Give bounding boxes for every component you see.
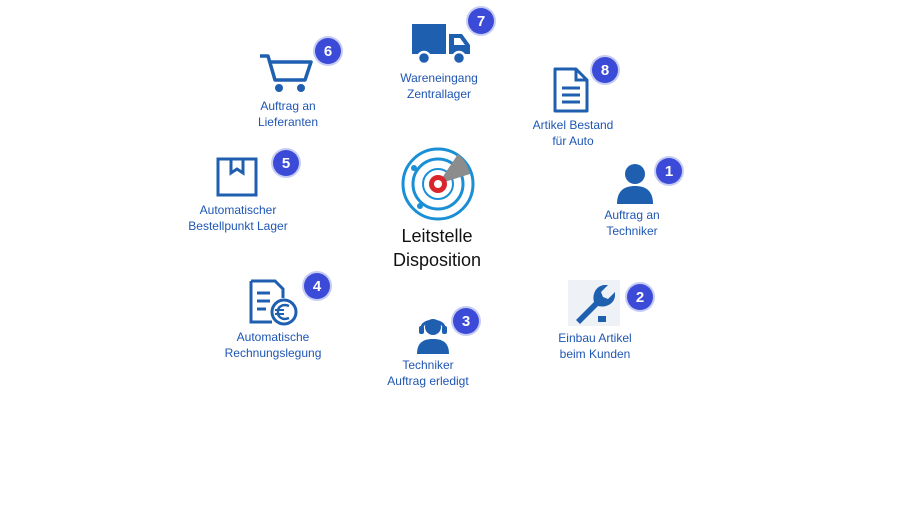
step-1-badge: 1 — [656, 158, 682, 184]
step-7-label-line2: Zentrallager — [406, 87, 472, 101]
step-1-label-line1: Auftrag an — [604, 208, 660, 222]
step-8-label: Artikel Bestand für Auto — [514, 117, 632, 149]
step-6-badge: 6 — [315, 38, 341, 64]
step-3-label: Techniker Auftrag erledigt — [375, 357, 481, 389]
step-2-label-line2: beim Kunden — [559, 347, 631, 361]
step-8-badge: 8 — [592, 57, 618, 83]
radar-target-icon — [401, 147, 475, 221]
step-2-badge: 2 — [627, 284, 653, 310]
step-8-label-line1: Artikel Bestand — [532, 118, 614, 132]
truck-icon — [412, 24, 470, 66]
step-4-badge: 4 — [304, 273, 330, 299]
step-7-badge: 7 — [468, 8, 494, 34]
box-icon — [216, 157, 258, 197]
document-icon — [553, 67, 589, 113]
step-4-label: Automatische Rechnungslegung — [218, 329, 328, 361]
shopping-cart-icon — [260, 54, 313, 92]
step-5-label-line2: Bestellpunkt Lager — [188, 219, 288, 233]
wrench-icon — [568, 280, 620, 326]
step-7-label: Wareneingang Zentrallager — [387, 70, 491, 102]
invoice-euro-icon — [249, 279, 298, 326]
step-7-label-line1: Wareneingang — [400, 71, 478, 85]
step-5-badge: 5 — [273, 150, 299, 176]
step-2-label-line1: Einbau Artikel — [558, 331, 632, 345]
step-8-label-line2: für Auto — [552, 134, 594, 148]
center-title-line1: Leitstelle — [401, 226, 473, 246]
step-2-label: Einbau Artikel beim Kunden — [545, 330, 645, 362]
step-4-label-line2: Rechnungslegung — [224, 346, 322, 360]
headset-user-icon — [417, 319, 449, 354]
step-4-label-line1: Automatische — [236, 330, 310, 344]
step-3-label-line1: Techniker — [402, 358, 454, 372]
step-1-label-line2: Techniker — [606, 224, 658, 238]
step-6-label-line2: Lieferanten — [257, 115, 319, 129]
step-3-badge: 3 — [453, 308, 479, 334]
step-3-label-line2: Auftrag erledigt — [387, 374, 469, 388]
step-1-label: Auftrag an Techniker — [592, 207, 672, 239]
step-5-label: Automatischer Bestellpunkt Lager — [178, 202, 298, 234]
step-6-label-line1: Auftrag an — [260, 99, 316, 113]
step-5-label-line1: Automatischer — [199, 203, 277, 217]
step-6-label: Auftrag an Lieferanten — [240, 98, 336, 130]
center-title: Leitstelle Disposition — [372, 224, 502, 272]
user-icon — [617, 164, 653, 204]
center-title-line2: Disposition — [392, 250, 482, 270]
